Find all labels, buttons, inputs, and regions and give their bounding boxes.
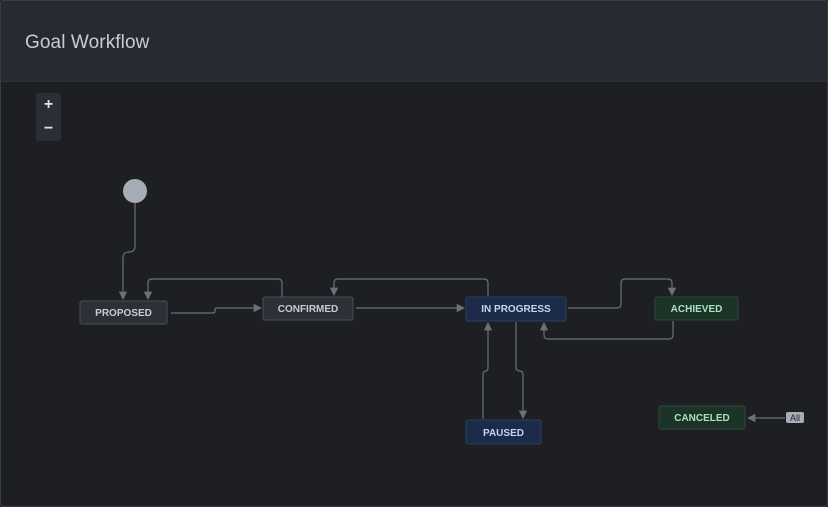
- status-label: PROPOSED: [95, 308, 152, 319]
- status-label: IN PROGRESS: [481, 304, 551, 315]
- status-label: CANCELED: [674, 413, 730, 424]
- zoom-in-button[interactable]: +: [43, 96, 54, 113]
- transition-proposed-to-confirmed: [171, 303, 263, 314]
- transition-in-progress-to-paused: [515, 322, 528, 420]
- status-label: CONFIRMED: [278, 304, 339, 315]
- transition-in-progress-to-achieved: [568, 278, 677, 309]
- all-badge-label: All: [790, 413, 800, 423]
- all-transition-badge: All: [786, 412, 804, 423]
- transition-in-progress-to-confirmed: [329, 278, 489, 297]
- transition-achieved-to-in-progress: [539, 321, 674, 340]
- status-node-paused[interactable]: PAUSED: [465, 419, 542, 445]
- zoom-controls: + −: [36, 93, 61, 141]
- status-node-proposed[interactable]: PROPOSED: [79, 300, 168, 325]
- status-label: ACHIEVED: [671, 304, 723, 315]
- status-label: PAUSED: [483, 428, 524, 439]
- zoom-out-button[interactable]: −: [43, 120, 54, 137]
- start-circle: [123, 179, 147, 203]
- page-title: Goal Workflow: [25, 32, 150, 53]
- transition-start-to-proposed: [118, 203, 136, 301]
- status-node-in-progress[interactable]: IN PROGRESS: [465, 296, 567, 322]
- transition-paused-to-in-progress: [482, 321, 493, 419]
- status-node-achieved[interactable]: ACHIEVED: [654, 296, 739, 321]
- transition-confirmed-to-proposed: [143, 278, 283, 301]
- status-node-confirmed[interactable]: CONFIRMED: [262, 296, 354, 321]
- status-node-canceled[interactable]: CANCELED: [658, 405, 746, 430]
- header-bar: Goal Workflow: [1, 1, 827, 82]
